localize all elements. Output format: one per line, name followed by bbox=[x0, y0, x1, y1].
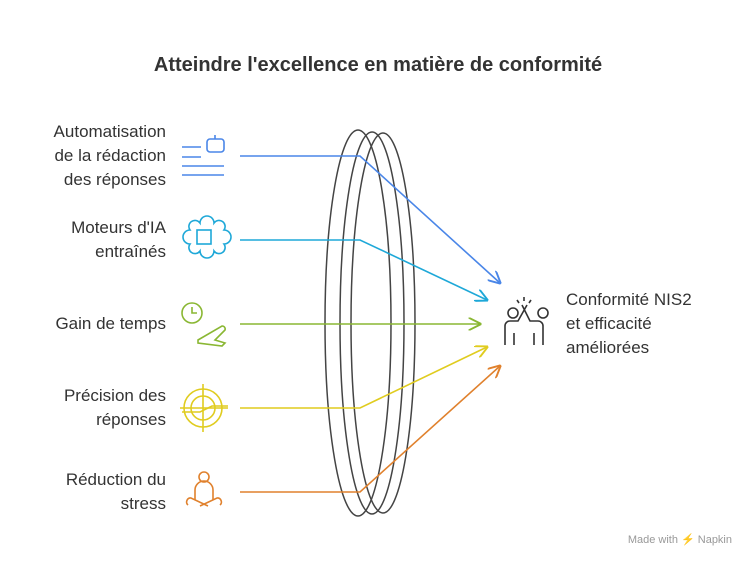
input-label-precision: Précision des réponses bbox=[63, 386, 166, 429]
arrow-automation bbox=[240, 155, 500, 283]
meditation-icon bbox=[185, 471, 223, 507]
brain-chip-icon bbox=[182, 215, 232, 259]
robot-document-icon bbox=[182, 135, 225, 176]
input-label-stress: Réduction du stress bbox=[65, 470, 166, 513]
clock-plane-icon bbox=[181, 302, 227, 347]
input-label-time-saving: Gain de temps bbox=[55, 314, 166, 333]
arrow-ai-engines bbox=[240, 239, 487, 300]
arrow-precision bbox=[240, 347, 487, 409]
input-label-automation: Automatisation de la rédaction des répon… bbox=[53, 122, 166, 189]
output-label: Conformité NIS2 et efficacité améliorées bbox=[566, 290, 692, 357]
input-label-ai-engines: Moteurs d'IA entraînés bbox=[71, 218, 166, 261]
high-five-icon bbox=[504, 297, 549, 345]
footer-credit: Made with ⚡ Napkin bbox=[627, 534, 732, 546]
target-icon bbox=[180, 384, 228, 432]
arrow-stress bbox=[240, 366, 500, 493]
diagram-title: Atteindre l'excellence en matière de con… bbox=[153, 54, 603, 76]
lens bbox=[324, 129, 416, 517]
